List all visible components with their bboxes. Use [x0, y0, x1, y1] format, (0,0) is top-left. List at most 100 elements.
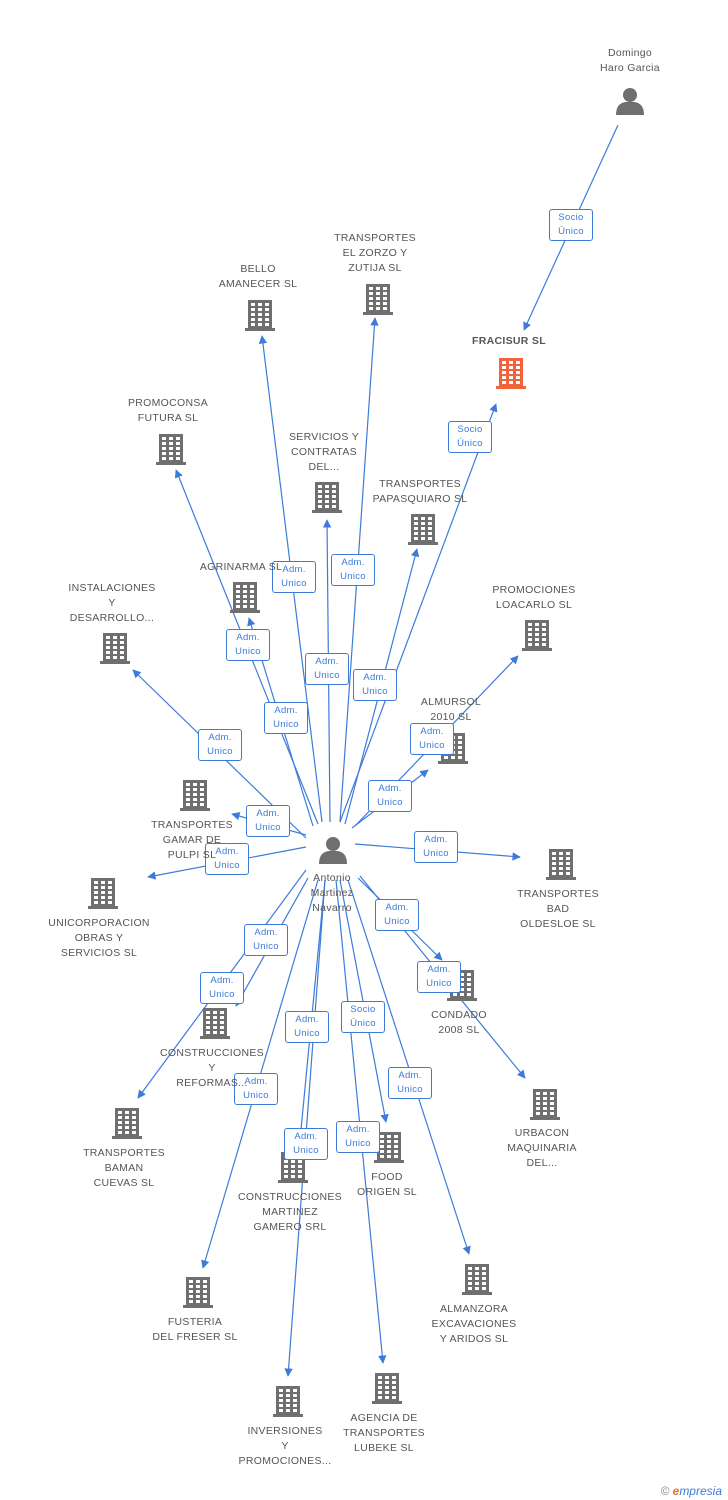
node-label-line: GAMAR DE	[162, 834, 222, 846]
building-icon-baman[interactable]	[112, 1108, 142, 1139]
node-label-line: FUSTERIA	[167, 1316, 223, 1328]
node-label-line: CONTRATAS	[291, 446, 357, 458]
relation-badge-antonio-almanzora[interactable]: Adm. Unico	[388, 1067, 432, 1099]
building-icon-promoconsa[interactable]	[156, 434, 186, 465]
building-icon-agrinarma[interactable]	[230, 582, 260, 613]
relation-badge-antonio-inversiones[interactable]: Adm.Unico	[284, 1128, 328, 1160]
node-label-line: BELLO	[240, 263, 276, 275]
relation-badge-antonio-construcciones[interactable]: Adm.Unico	[244, 924, 288, 956]
relation-badge-antonio-gamar[interactable]: Adm.Unico	[246, 805, 290, 837]
building-icon-instalaciones[interactable]	[100, 633, 130, 664]
building-icon-food[interactable]	[374, 1132, 404, 1163]
person-icon-domingo[interactable]	[616, 88, 644, 115]
building-icon-inversiones[interactable]	[273, 1386, 303, 1417]
relation-badge-antonio-bello[interactable]: Adm.Unico	[272, 561, 316, 593]
building-icon-construcciones[interactable]	[200, 1008, 230, 1039]
relation-badge-antonio-instalaciones[interactable]: Adm.Unico	[198, 729, 242, 761]
node-label-line: TRANSPORTES	[334, 232, 416, 244]
relation-badge-line: Unico	[397, 1084, 423, 1095]
relation-badge-antonio-promoconsa[interactable]: Adm.Unico	[226, 629, 270, 661]
building-icon-fracisur[interactable]	[496, 358, 526, 389]
relation-badge-antonio-lubeke[interactable]: Adm.Unico	[336, 1121, 380, 1153]
brand-initial: e	[672, 1484, 680, 1498]
relation-badge-antonio-urbacon[interactable]: Adm.Unico	[417, 961, 461, 993]
relation-badge-line: Adm.	[315, 656, 339, 667]
relation-badge-line: Unico	[423, 848, 449, 859]
relation-badge-line: Adm.	[341, 557, 365, 568]
node-label-line: Antonio	[313, 872, 351, 884]
building-icon-zorzo[interactable]	[363, 284, 393, 315]
node-label-line: TRANSPORTES	[151, 819, 233, 831]
relation-badge-antonio-papasquiaro[interactable]: Adm.Unico	[353, 669, 397, 701]
relation-badge-antonio-loacarlo[interactable]: Adm.Unico	[410, 723, 454, 755]
node-label-line: SERVICIOS SL	[60, 947, 138, 959]
relation-badge-line: Adm.	[254, 927, 278, 938]
relation-badge-line: Unico	[340, 571, 366, 582]
relation-badge-antonio-bad[interactable]: Adm.Unico	[414, 831, 458, 863]
person-icon-antonio[interactable]	[319, 837, 347, 864]
building-icon-servicios[interactable]	[312, 482, 342, 513]
building-icon-loacarlo[interactable]	[522, 620, 552, 651]
building-icon-gamar[interactable]	[180, 780, 210, 811]
relation-badge-antonio-almursol[interactable]: Adm.Unico	[368, 780, 412, 812]
building-icon-lubeke[interactable]	[372, 1373, 402, 1404]
node-label-bello[interactable]: BELLO AMANECER SL	[193, 262, 323, 292]
relation-badge-antonio-cmgamero[interactable]: Adm.Unico	[285, 1011, 329, 1043]
building-icon-fusteria[interactable]	[183, 1277, 213, 1308]
relation-badge-line: Adm.	[398, 1070, 422, 1081]
node-label-fracisur[interactable]: FRACISUR SL	[444, 334, 574, 349]
relation-badge-antonio-servicios[interactable]: Adm.Unico	[305, 653, 349, 685]
building-icon-bello[interactable]	[245, 300, 275, 331]
edge-antonio-cmgamero	[296, 879, 326, 1141]
node-label-line: Y ARIDOS SL	[439, 1333, 509, 1345]
node-label-line: LUBEKE SL	[354, 1442, 414, 1454]
node-label-line: FRACISUR SL	[472, 335, 546, 347]
relation-badge-antonio-agrinarma[interactable]: Adm.Unico	[264, 702, 308, 734]
copyright-icon: ©	[660, 1484, 670, 1498]
relation-badge-antonio-fusteria[interactable]: Adm.Unico	[234, 1073, 278, 1105]
node-label-line: 2010 SL	[430, 711, 472, 723]
building-icon-urbacon[interactable]	[530, 1089, 560, 1120]
node-label-line: DEL...	[526, 1157, 558, 1169]
building-icon-almanzora[interactable]	[462, 1264, 492, 1295]
building-icon-unicorp[interactable]	[88, 878, 118, 909]
relation-badge-line: Adm.	[282, 564, 306, 575]
relation-badge-antonio-zorzo[interactable]: Adm. Unico	[331, 554, 375, 586]
relation-badge-antonio-unicorp[interactable]: Adm.Unico	[205, 843, 249, 875]
relation-badge-line: Unico	[384, 916, 410, 927]
relation-badge-line: Adm.	[244, 1076, 268, 1087]
node-label-line: PROMOCIONES	[492, 584, 576, 596]
node-label-agrinarma[interactable]: AGRINARMA SL	[176, 560, 306, 575]
building-icon-bad[interactable]	[546, 849, 576, 880]
relation-badge-line: Unico	[426, 978, 452, 989]
node-label-line: AMANECER SL	[218, 278, 298, 290]
relation-badge-antonio-condado[interactable]: Adm.Unico	[375, 899, 419, 931]
relation-badge-antonio-baman[interactable]: Adm.Unico	[200, 972, 244, 1004]
building-icon-papasquiaro[interactable]	[408, 514, 438, 545]
